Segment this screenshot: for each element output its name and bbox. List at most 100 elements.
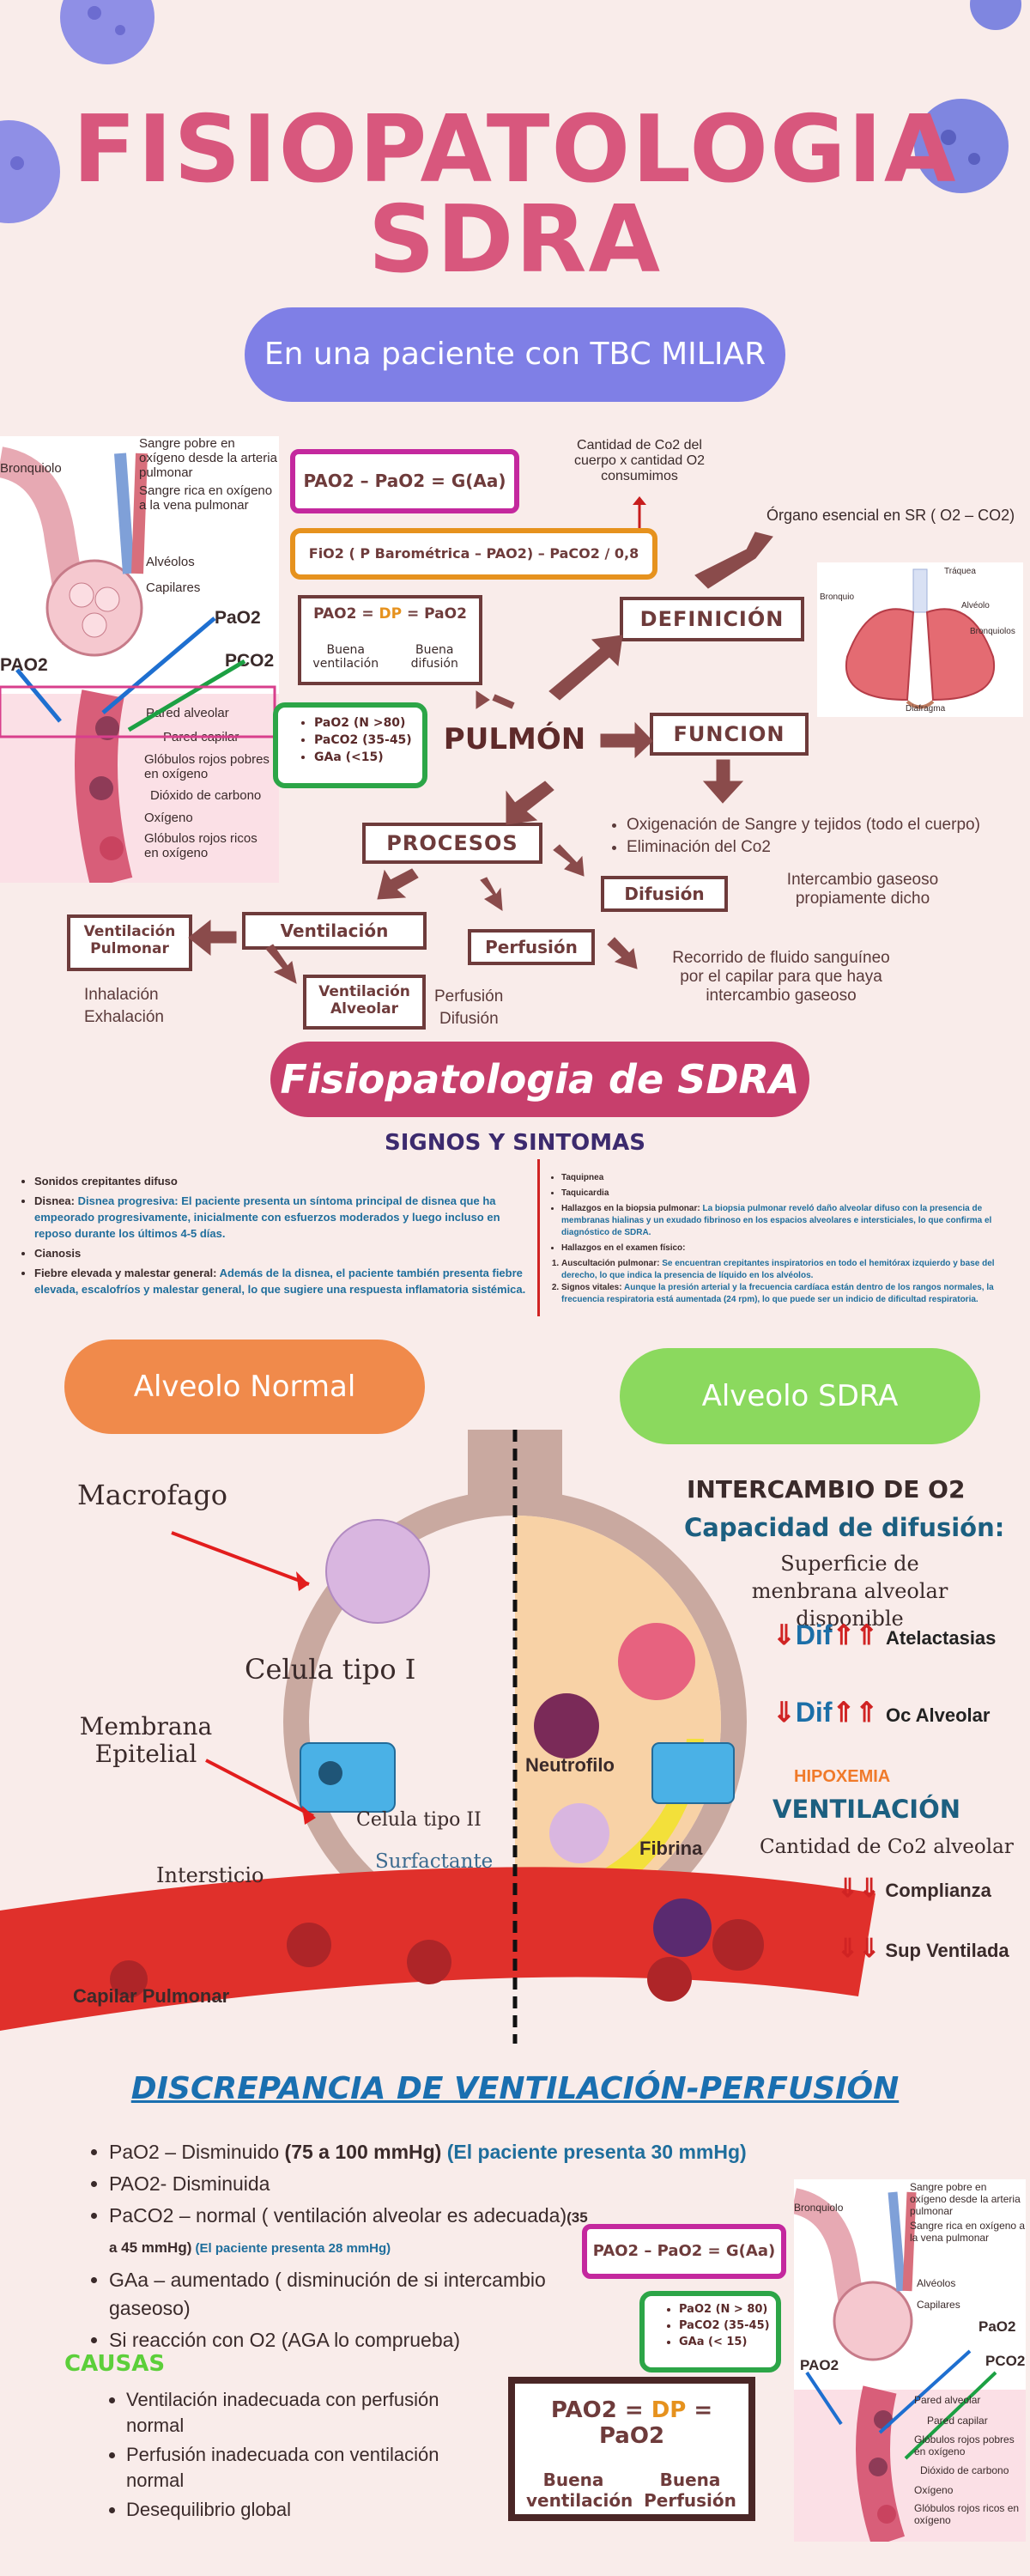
label-sangre-rica: Sangre rica en oxígeno a la vena pulmona… <box>139 483 273 513</box>
label-globulos-pobres: Glóbulos rojos pobres en oxígeno <box>144 752 270 781</box>
funcion-box: FUNCION <box>650 713 809 756</box>
formula-fio2-box: FiO2 ( P Barométrica – PAO2) – PaCO2 / 0… <box>290 528 657 580</box>
superficie-text: Superficie de menbrana alveolar disponib… <box>751 1552 948 1631</box>
label-dioxido: Dióxido de carbono <box>150 788 262 803</box>
label-pao2-left-2: PAO2 <box>800 2357 839 2373</box>
discrepancia-list: PaO2 – Disminuido (75 a 100 mmHg) (El pa… <box>90 2138 803 2358</box>
signos-item: Fiebre elevada y malestar general: Ademá… <box>34 1265 535 1297</box>
label-pao2-left: PAO2 <box>0 655 48 675</box>
lungs-illustration <box>845 568 996 709</box>
label-capilares-2: Capilares <box>917 2299 960 2311</box>
subtitle-pill: En una paciente con TBC MILIAR <box>245 307 785 402</box>
signos-item: Hallazgos en la biopsia pulmonar: La bio… <box>561 1203 1025 1239</box>
signos-right: Taquipnea Taquicardia Hallazgos en la bi… <box>548 1172 1025 1306</box>
definicion-box: DEFINICIÓN <box>620 597 804 641</box>
label-fibrina: Fibrina <box>639 1838 703 1859</box>
value-item: GAa (<15) <box>314 750 422 764</box>
funcion-list: Oxigenación de Sangre y tejidos (todo el… <box>608 816 980 860</box>
dp-box-2: PAO2 = DP = PaO2 Buena ventilación Buena… <box>508 2377 755 2521</box>
label-oxigeno: Oxígeno <box>144 811 193 825</box>
signos-item: Hallazgos en el examen físico: <box>561 1242 1025 1255</box>
up-arrows-icon: ⇑⇑ <box>832 1619 879 1650</box>
organo-label: Órgano esencial en SR ( O2 – CO2) <box>766 507 1015 524</box>
alveolus-comparison-illustration <box>0 1430 876 2044</box>
label-pao2-right-2: PaO2 <box>978 2318 1016 2335</box>
ventilacion-pulmonar-box: Ventilación Pulmonar <box>67 914 192 971</box>
dif-row-1: ⇓Dif⇑⇑ Atelactasias <box>772 1619 997 1650</box>
dp-dp: DP <box>379 605 403 623</box>
sup-ventilada-row: ⇓⇓ Sup Ventilada <box>837 1935 1009 1963</box>
dp-left: PAO2 = <box>313 605 379 623</box>
label-alveolos: Alvéolos <box>146 555 195 569</box>
discrepancia-item: PAO2- Disminuida <box>109 2170 803 2198</box>
perfusion-desc: Recorrido de fluido sanguíneo por el cap… <box>672 949 890 1005</box>
concept-map-arrows <box>188 532 773 984</box>
dp-right: = PaO2 <box>402 605 467 623</box>
values-box: PaO2 (N >80) PaCO2 (35-45) GAa (<15) <box>273 702 427 788</box>
perfusion-small: Perfusión <box>434 987 504 1005</box>
funcion-item: Oxigenación de Sangre y tejidos (todo el… <box>627 816 980 835</box>
cantidad-co2-text: Cantidad de Co2 alveolar <box>760 1836 1014 1858</box>
virus-decoration-right <box>914 99 1009 193</box>
label-celula-tipo-1: Celula tipo I <box>245 1653 416 1686</box>
label-membrana: Membrana Epitelial <box>79 1712 213 1768</box>
capacidad-heading: Capacidad de difusión: <box>684 1513 1005 1542</box>
value-item: PaCO2 (35-45) <box>314 733 422 747</box>
complianza-row: ⇓⇓ Complianza <box>837 1874 991 1903</box>
label-capilares: Capilares <box>146 580 201 595</box>
procesos-box: PROCESOS <box>362 823 542 864</box>
label-bronquiolo: Bronquiolo <box>0 461 62 476</box>
virus-decoration-top-left <box>60 0 154 64</box>
lung-label-bronquio: Bronquio <box>820 592 855 602</box>
perfusion-box: Perfusión <box>468 929 595 965</box>
page-title: FISIOPATOLOGIA <box>72 96 958 204</box>
alveolus-illustration-2 <box>791 2188 1026 2548</box>
label-macrofago: Macrofago <box>77 1479 227 1511</box>
signos-item: Disnea: Disnea progresiva: El paciente p… <box>34 1193 535 1242</box>
label-sangre-pobre-2: Sangre pobre en oxígeno desde la arteria… <box>910 2181 1021 2217</box>
label-celula-tipo-2: Celula tipo II <box>356 1809 482 1831</box>
label-alveolos-2: Alvéolos <box>917 2277 956 2289</box>
dp2-buena-perfusion: Buena Perfusión <box>644 2470 736 2511</box>
inhalacion-label: Inhalación <box>84 986 159 1004</box>
dp2-buena-ventilacion: Buena ventilación <box>526 2470 633 2511</box>
signos-item: Taquicardia <box>561 1188 1025 1200</box>
ventilacion-heading: VENTILACIÓN <box>772 1795 961 1824</box>
up-arrows-icon: ⇑⇑ <box>832 1697 879 1728</box>
sdra-heading: Fisiopatologia de SDRA <box>270 1042 809 1117</box>
lung-label-diafragma: Diafragma <box>906 704 946 714</box>
discrepancia-heading: DISCREPANCIA DE VENTILACIÓN-PERFUSIÓN <box>130 2071 900 2106</box>
difusion-box: Difusión <box>601 876 728 912</box>
value-item: GAa (< 15) <box>679 2336 776 2348</box>
value-item: PaCO2 (35-45) <box>679 2319 776 2332</box>
label-bronquiolo-2: Bronquiolo <box>794 2202 844 2214</box>
difusion-desc: Intercambio gaseoso propiamente dicho <box>786 871 939 908</box>
down-arrow-icon: ⇓ <box>772 1619 796 1650</box>
discrepancia-item: PaO2 – Disminuido (75 a 100 mmHg) (El pa… <box>109 2138 803 2166</box>
formula-gaa-box: PAO2 – PaO2 = G(Aa) <box>290 449 519 513</box>
dp-box: PAO2 = DP = PaO2 Buena ventilación Buena… <box>298 595 482 685</box>
dp-buena-ventilacion: Buena ventilación <box>312 643 379 671</box>
value-item: PaO2 (N > 80) <box>679 2303 776 2316</box>
lung-label-bronquiolos: Bronquiolos <box>970 627 1015 636</box>
alveolus-diagram-2 <box>791 2179 1026 2548</box>
label-oxigeno-2: Oxígeno <box>914 2484 954 2496</box>
dp-buena-difusion: Buena difusión <box>410 643 458 671</box>
discrepancia-item: GAa – aumentado ( disminución de si inte… <box>109 2266 555 2323</box>
red-up-arrow <box>633 496 646 531</box>
lungs-diagram <box>817 562 1023 717</box>
value-item: PaO2 (N >80) <box>314 716 422 730</box>
label-pared-capilar-2: Pared capilar <box>927 2415 988 2427</box>
values-box-2: PaO2 (N > 80) PaCO2 (35-45) GAa (< 15) <box>639 2291 781 2372</box>
signos-numbered: Auscultación pulmonar: Se encuentran cre… <box>561 1258 1025 1282</box>
label-pao2-right: PaO2 <box>215 608 261 628</box>
causas-list: Ventilación inadecuada con perfusión nor… <box>107 2387 476 2526</box>
signos-left: Sonidos crepitantes difuso Disnea: Disne… <box>15 1173 535 1301</box>
alveolus-diagram <box>0 436 279 889</box>
signos-item: Taquipnea <box>561 1172 1025 1184</box>
lung-label-alveolo: Alvéolo <box>961 601 990 611</box>
intercambio-heading: INTERCAMBIO DE O2 <box>687 1475 966 1504</box>
discrepancia-item: Si reacción con O2 (AGA lo comprueba) <box>109 2326 803 2354</box>
divider <box>537 1159 540 1316</box>
alveolus-illustration <box>0 447 279 889</box>
